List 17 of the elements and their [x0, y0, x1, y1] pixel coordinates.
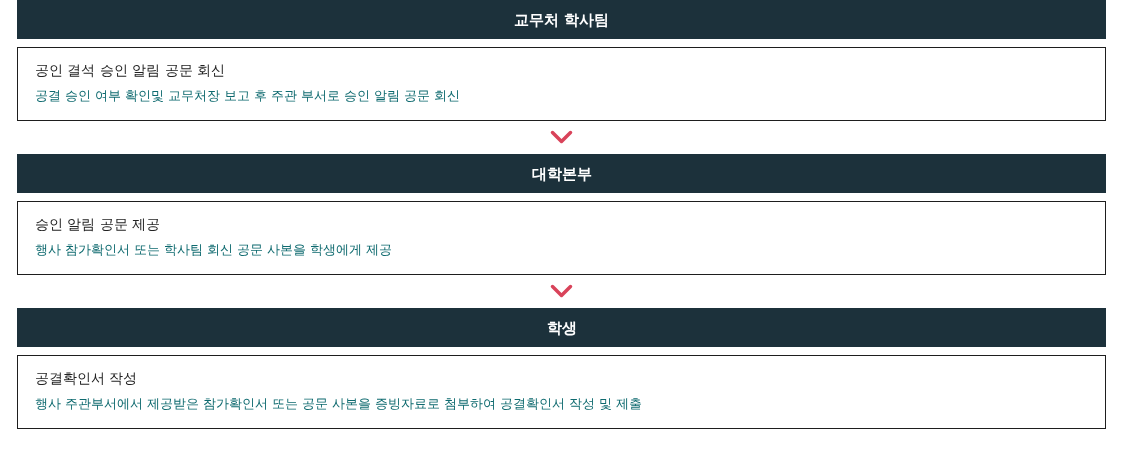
- chevron-arrow: [550, 130, 573, 144]
- band-title: 대학본부: [531, 164, 592, 183]
- header-band: [17, 154, 1106, 193]
- step-description: 행사 주관부서에서 제공받은 참가확인서 또는 공문 사본을 증빙자료로 첨부하여 공결확인서 작성 및 제출: [35, 396, 643, 412]
- step-card: [17, 47, 1106, 121]
- step-card: [17, 201, 1106, 275]
- chevron-arrow: [550, 284, 573, 298]
- header-band: [17, 308, 1106, 347]
- step-card: [17, 355, 1106, 429]
- step-description: 행사 참가확인서 또는 학사팀 회신 공문 사본을 학생에게 제공: [35, 242, 393, 258]
- step-heading: 승인 알림 공문 제공: [35, 215, 162, 233]
- band-title: 학생: [546, 318, 577, 337]
- step-heading: 공인 결석 승인 알림 공문 회신: [35, 61, 227, 79]
- step-description: 공결 승인 여부 확인및 교무처장 보고 후 주관 부서로 승인 알림 공문 회신: [35, 88, 461, 104]
- header-band: [17, 0, 1106, 39]
- band-title: 교무처 학사팀: [513, 10, 610, 29]
- step-heading: 공결확인서 작성: [35, 369, 139, 387]
